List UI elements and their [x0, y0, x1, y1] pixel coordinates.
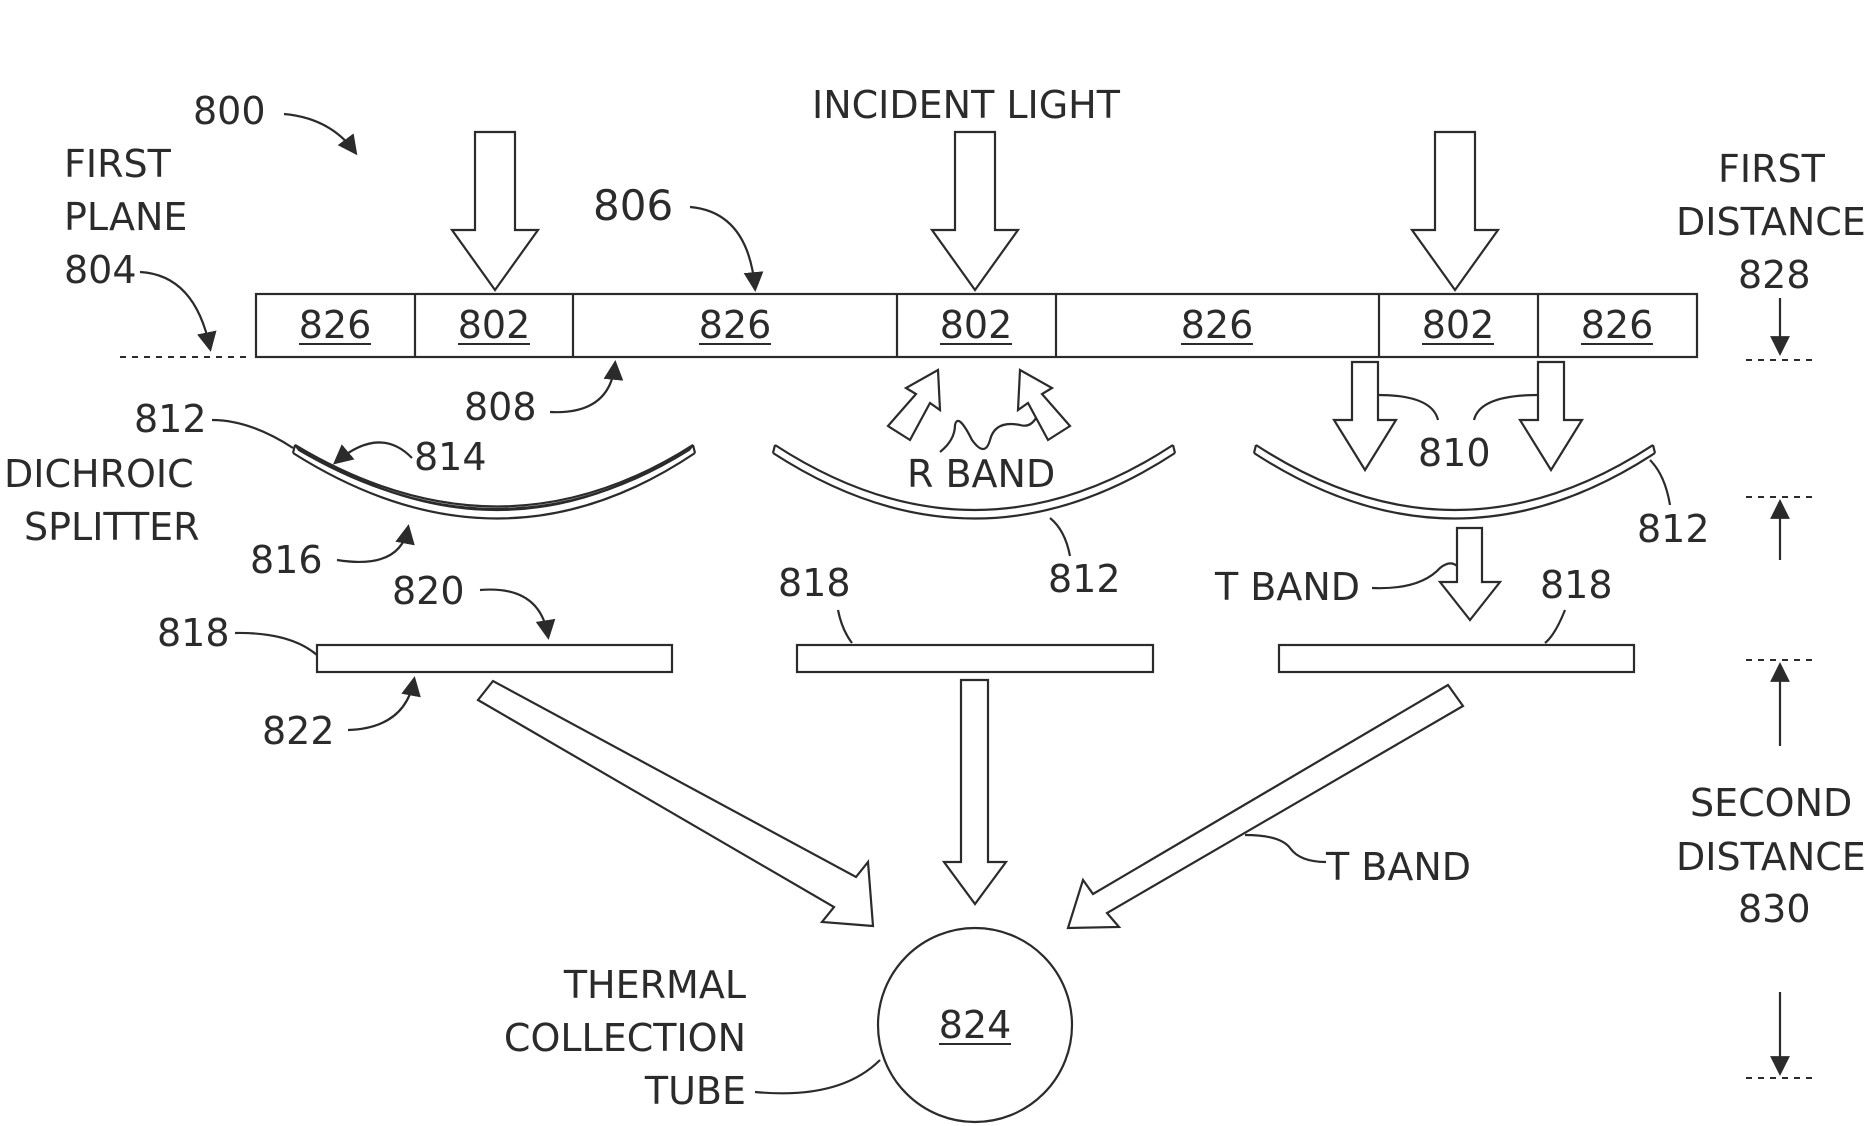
figure-ref-leader — [284, 114, 355, 152]
dichroic-splitter-label: DICHROIC SPLITTER — [4, 452, 200, 549]
heat-arrow-right — [1068, 685, 1463, 928]
svg-text:830: 830 — [1738, 887, 1811, 931]
svg-text:FIRST: FIRST — [64, 142, 172, 186]
ref-812-left: 812 — [134, 397, 207, 441]
r-band-leaders — [940, 418, 1036, 452]
segment-802: 802 — [940, 303, 1013, 347]
svg-text:804: 804 — [64, 248, 137, 292]
ref-810: 810 — [1418, 431, 1491, 475]
segment-826: 826 — [1181, 303, 1254, 347]
incident-light-label: INCIDENT LIGHT — [812, 83, 1121, 127]
svg-text:COLLECTION: COLLECTION — [504, 1016, 746, 1060]
segment-802: 802 — [458, 303, 531, 347]
ref-816-leader — [337, 528, 408, 562]
thermal-collection-tube-label: THERMAL COLLECTION TUBE — [504, 963, 746, 1113]
layer-segment-labels: 826 802 826 802 826 802 826 — [299, 303, 1654, 347]
svg-text:DISTANCE: DISTANCE — [1676, 835, 1866, 879]
second-distance-label: SECOND DISTANCE 830 — [1676, 781, 1866, 931]
r-band-label: R BAND — [907, 452, 1055, 496]
figure-ref-800: 800 — [193, 89, 266, 133]
ref-808: 808 — [464, 385, 537, 429]
svg-text:TUBE: TUBE — [644, 1069, 746, 1113]
transmitted-arrow-left — [1334, 362, 1396, 470]
ref-812-left-leader — [212, 420, 293, 448]
absorber-plate-right — [1279, 645, 1634, 672]
ref-814-leader — [336, 442, 412, 462]
svg-text:FIRST: FIRST — [1718, 147, 1826, 191]
svg-text:SPLITTER: SPLITTER — [24, 505, 200, 549]
thermal-tube-leader — [755, 1060, 880, 1093]
incident-arrow-left — [452, 132, 538, 290]
svg-text:PLANE: PLANE — [64, 195, 187, 239]
ref-818-center-leader — [838, 610, 852, 643]
ref-812-right: 812 — [1637, 507, 1710, 551]
ref-810-leaders — [1378, 395, 1538, 420]
ref-818-left-leader — [235, 633, 317, 655]
dichroic-splitter-left — [293, 445, 695, 519]
first-plane-leader — [140, 272, 210, 348]
svg-text:828: 828 — [1738, 253, 1811, 297]
ref-818-right: 818 — [1540, 563, 1613, 607]
segment-826: 826 — [1581, 303, 1654, 347]
ref-822: 822 — [262, 709, 335, 753]
first-distance-label: FIRST DISTANCE 828 — [1676, 147, 1866, 297]
ref-818-left: 818 — [157, 611, 230, 655]
r-band-arrow-left — [888, 370, 940, 440]
r-band-arrow-right — [1018, 370, 1070, 440]
t-band-upper-label: T BAND — [1214, 565, 1360, 609]
ref-818-center: 818 — [778, 561, 851, 605]
heat-arrow-left — [478, 681, 873, 926]
t-band-arrow-upper — [1440, 528, 1500, 620]
t-band-lower-label: T BAND — [1325, 845, 1471, 889]
incident-arrow-right — [1412, 132, 1498, 290]
ref-812-center-leader — [1050, 518, 1070, 556]
absorber-plate-left — [317, 645, 672, 672]
transmitted-arrow-right — [1520, 362, 1582, 470]
svg-text:DICHROIC: DICHROIC — [4, 452, 194, 496]
ref-814: 814 — [414, 435, 487, 479]
ref-816: 816 — [250, 538, 323, 582]
ref-806: 806 — [593, 181, 673, 230]
segment-826: 826 — [699, 303, 772, 347]
ref-820: 820 — [392, 569, 465, 613]
ref-808-leader — [550, 364, 615, 412]
svg-text:THERMAL: THERMAL — [563, 963, 746, 1007]
ref-818-right-leader — [1545, 610, 1565, 643]
ref-820-leader — [480, 590, 548, 636]
heat-arrow-center — [944, 680, 1006, 904]
absorber-plate-center — [797, 645, 1153, 672]
ref-822-leader — [348, 680, 414, 730]
ref-806-leader — [690, 207, 755, 288]
svg-text:DISTANCE: DISTANCE — [1676, 200, 1866, 244]
incident-arrow-center — [932, 132, 1018, 290]
segment-802: 802 — [1422, 303, 1495, 347]
svg-text:SECOND: SECOND — [1690, 781, 1852, 825]
ref-812-right-leader — [1650, 460, 1670, 505]
ref-824: 824 — [939, 1003, 1012, 1047]
ref-812-center: 812 — [1048, 557, 1121, 601]
segment-826: 826 — [299, 303, 372, 347]
t-band-lower-leader — [1245, 835, 1326, 862]
first-plane-label: FIRST PLANE 804 — [64, 142, 187, 292]
